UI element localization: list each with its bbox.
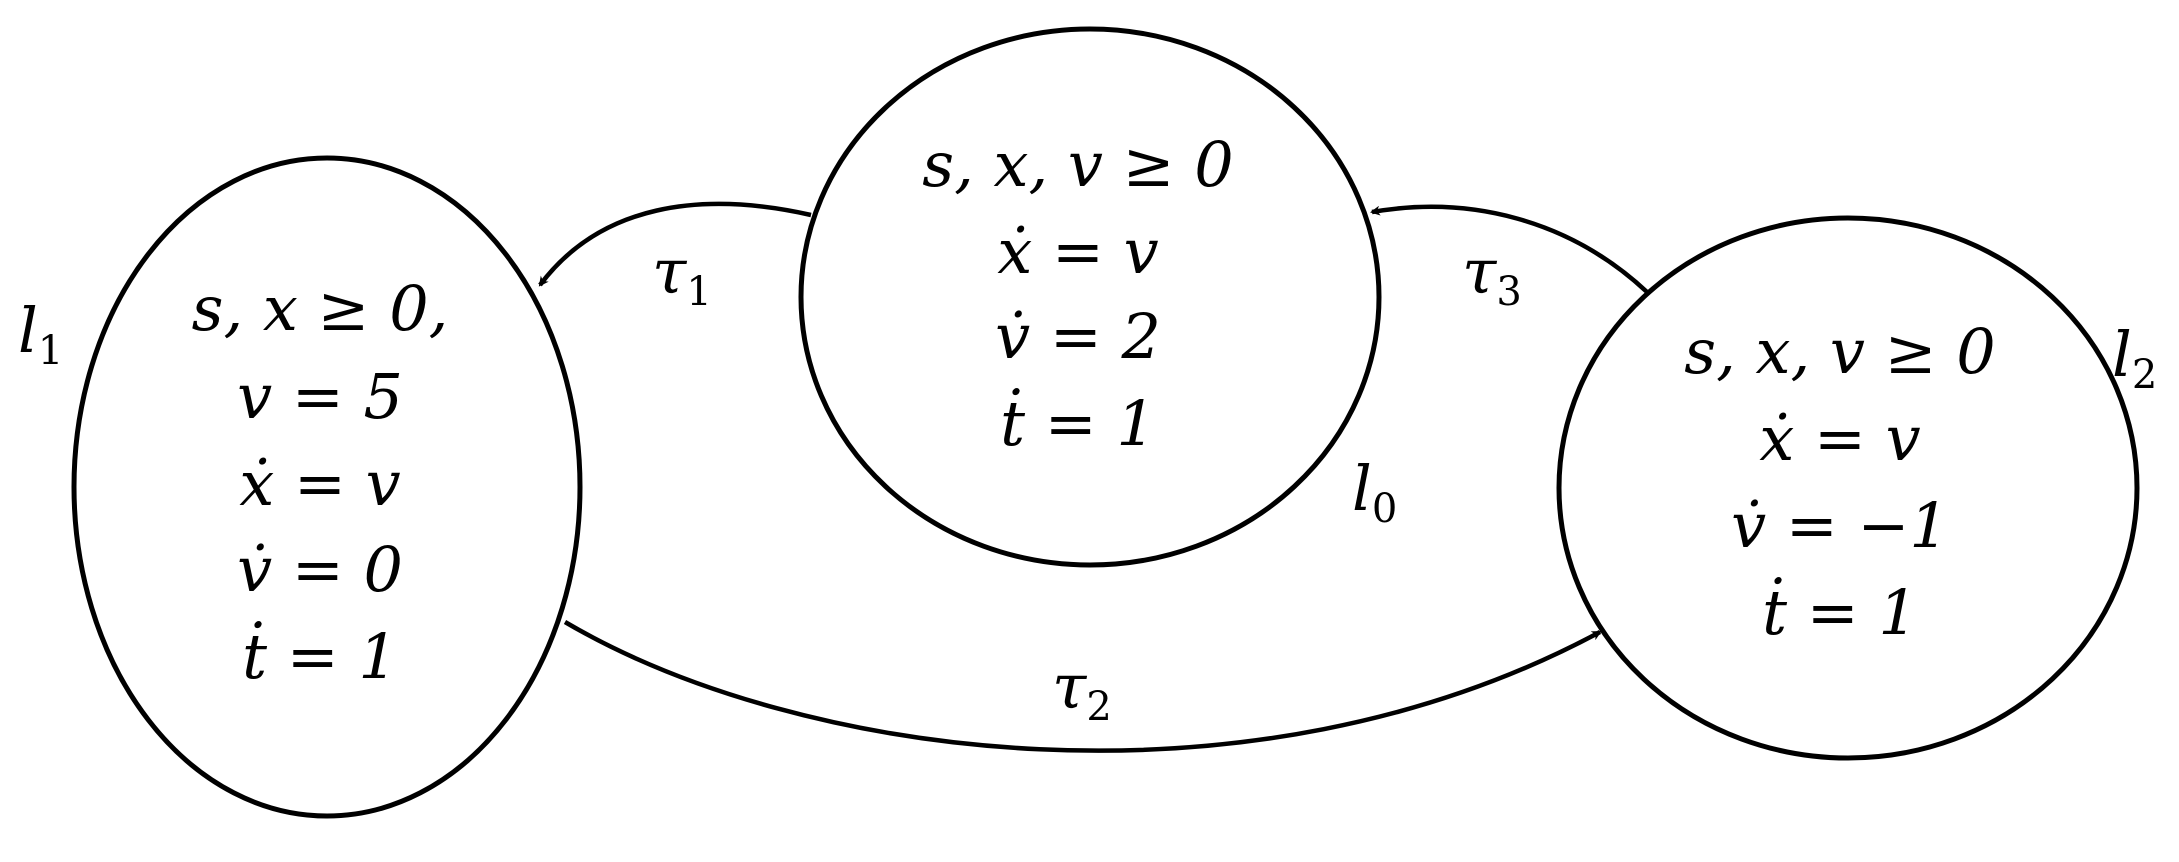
l2-line-2: ẋ = v — [1759, 402, 1920, 475]
l1-line-4: v̇ = 0 — [237, 533, 403, 606]
l1-line-1: s, x ≥ 0, — [192, 272, 449, 345]
l2-line-3: v̇ = −1 — [1731, 489, 1949, 562]
l0-line-4: ṫ = 1 — [1000, 387, 1156, 460]
location-label-l0: l0 — [1352, 452, 1397, 532]
state-l2-content: s, x, v ≥ 0 ẋ = v v̇ = −1 ṫ = 1 — [1684, 315, 1995, 649]
transition-label-t1: τ1 — [652, 235, 712, 315]
l0-line-2: ẋ = v — [997, 215, 1158, 288]
state-l0-content: s, x, v ≥ 0 ẋ = v v̇ = 2 ṫ = 1 — [922, 128, 1233, 460]
transition-t2-arrow — [563, 620, 1602, 753]
transition-label-t2: τ2 — [1052, 650, 1112, 730]
location-label-l1: l1 — [18, 294, 63, 374]
transition-label-t3: τ3 — [1462, 235, 1522, 315]
l0-line-1: s, x, v ≥ 0 — [922, 128, 1233, 201]
l1-line-5: ṫ = 1 — [242, 620, 398, 693]
state-l1 — [71, 155, 583, 819]
transition-t3-arrow — [1370, 204, 1649, 294]
state-l2 — [1556, 215, 2140, 761]
l0-line-3: v̇ = 2 — [995, 300, 1161, 373]
location-label-l2: l2 — [2112, 318, 2157, 398]
l2-line-1: s, x, v ≥ 0 — [1684, 315, 1995, 388]
transition-t1-arrow — [538, 201, 812, 287]
l1-line-2: v = 5 — [237, 360, 403, 433]
l2-line-4: ṫ = 1 — [1762, 576, 1918, 649]
state-l0 — [798, 26, 1382, 568]
l1-line-3: ẋ = v — [239, 447, 400, 520]
state-l1-content: s, x ≥ 0, v = 5 ẋ = v v̇ = 0 ṫ = 1 — [192, 272, 449, 693]
